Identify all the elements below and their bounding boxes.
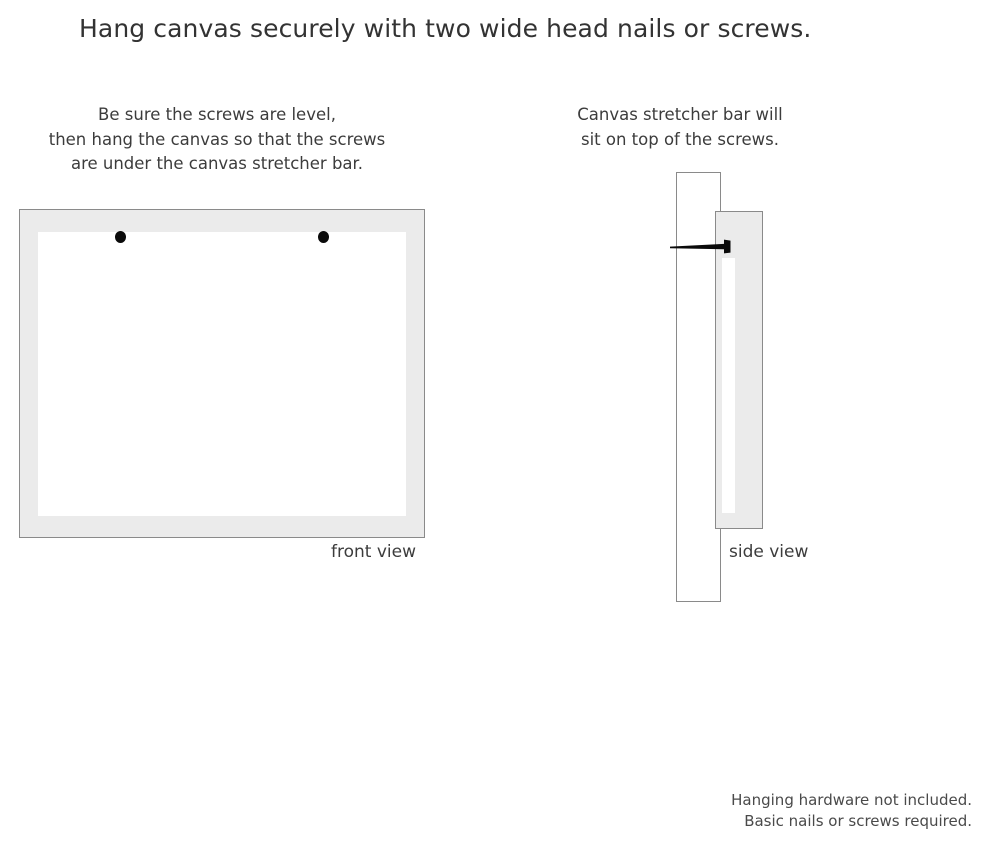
side-view-diagram	[670, 172, 790, 603]
screw-dot-right-icon	[318, 231, 329, 243]
front-caption-line-1: Be sure the screws are level,	[98, 105, 336, 124]
wall-slab	[676, 172, 721, 602]
side-view-label: side view	[729, 542, 809, 562]
side-caption-line-2: sit on top of the screws.	[580, 129, 780, 149]
side-caption-line-1: Canvas stretcher bar will	[577, 105, 783, 124]
side-view-caption: Canvas stretcher bar will sit on top of …	[510, 103, 850, 152]
front-caption-line-3: are under the canvas stretcher bar.	[70, 154, 364, 173]
nail-icon	[670, 239, 736, 254]
front-view-label: front view	[331, 542, 416, 562]
front-view-caption: Be sure the screws are level, then hang …	[0, 103, 434, 177]
canvas-face-side	[722, 258, 735, 513]
screw-dot-left-icon	[115, 231, 126, 243]
footer-note: Hanging hardware not included. Basic nai…	[731, 790, 972, 832]
page-title: Hang canvas securely with two wide head …	[79, 14, 812, 43]
footer-note-line-2: Basic nails or screws required.	[744, 812, 972, 830]
footer-note-line-1: Hanging hardware not included.	[731, 791, 972, 809]
front-caption-line-2: then hang the canvas so that the screws	[48, 129, 386, 149]
canvas-face-front	[38, 232, 406, 516]
front-view-diagram	[19, 209, 425, 538]
